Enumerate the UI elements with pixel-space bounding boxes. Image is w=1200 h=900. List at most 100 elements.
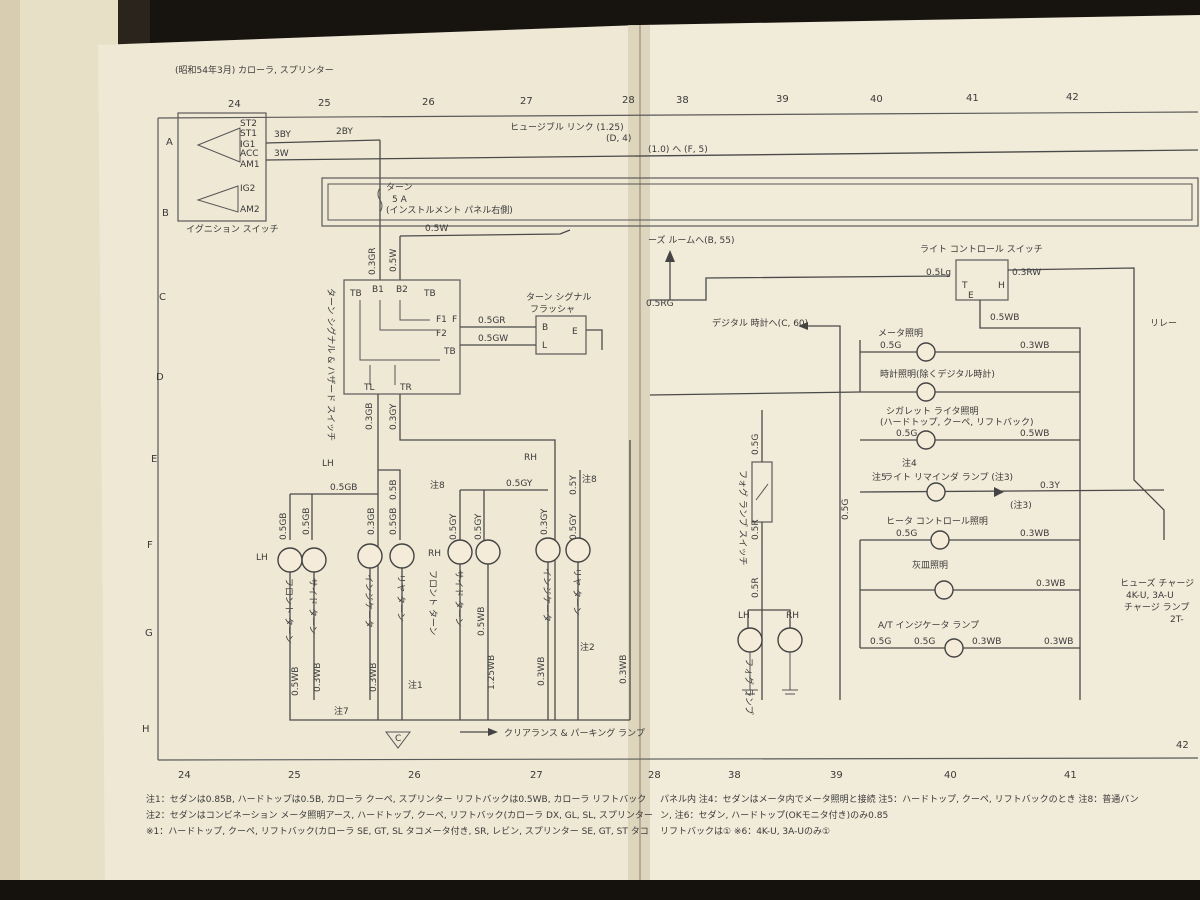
svg-text:注8: 注8 — [430, 479, 445, 491]
svg-text:0.5G: 0.5G — [896, 429, 917, 439]
svg-text:B: B — [162, 208, 169, 219]
svg-text:40: 40 — [944, 770, 957, 781]
svg-text:灰皿照明: 灰皿照明 — [912, 559, 948, 571]
svg-text:デジタル 時計へ(C, 60): デジタル 時計へ(C, 60) — [712, 317, 808, 329]
column-labels-bottom: 24 25 26 27 28 38 39 40 41 42 — [178, 740, 1189, 781]
svg-text:0.3WB: 0.3WB — [1044, 637, 1073, 647]
svg-text:39: 39 — [776, 94, 789, 105]
svg-text:28: 28 — [622, 95, 635, 106]
svg-text:0.3RW: 0.3RW — [1012, 268, 1041, 278]
svg-text:AM1: AM1 — [240, 160, 260, 170]
svg-text:F1: F1 — [436, 315, 447, 325]
svg-text:フロント ターン: フロント ターン — [283, 578, 294, 643]
svg-text:0.5GY: 0.5GY — [506, 479, 533, 489]
svg-text:0.5R: 0.5R — [751, 577, 761, 598]
turn-bulbs — [277, 537, 591, 573]
svg-text:0.3GR: 0.3GR — [368, 247, 378, 275]
svg-text:0.5W: 0.5W — [389, 249, 399, 272]
svg-text:(ハードトップ, クーペ, リフトバック): (ハードトップ, クーペ, リフトバック) — [880, 417, 1033, 428]
svg-text:ターン: ターン — [386, 182, 413, 193]
lamp-names: フロント ターン サイド ターン インジケータ リヤ ターン フロント ターン … — [283, 568, 582, 643]
svg-text:3BY: 3BY — [274, 130, 291, 140]
svg-text:0.5WB: 0.5WB — [291, 667, 301, 696]
svg-text:5 A: 5 A — [392, 195, 408, 205]
svg-text:2BY: 2BY — [336, 127, 353, 137]
svg-text:42: 42 — [1176, 740, 1189, 751]
svg-text:ライト リマインダ ランプ (注3): ライト リマインダ ランプ (注3) — [884, 471, 1013, 483]
svg-text:0.5W: 0.5W — [425, 224, 448, 234]
svg-text:0.5WB: 0.5WB — [990, 313, 1019, 323]
svg-text:1.25WB: 1.25WB — [487, 655, 497, 690]
svg-text:25: 25 — [288, 770, 301, 781]
svg-text:B: B — [542, 323, 548, 333]
svg-text:リフトバックは① ※6：4K-U, 3A-Uのみ①: リフトバックは① ※6：4K-U, 3A-Uのみ① — [660, 826, 830, 837]
svg-text:ヒータ コントロール照明: ヒータ コントロール照明 — [886, 516, 988, 527]
illumination-circuit: メータ照明 0.5G 0.3WB 時計照明(除くデジタル時計) シガレット ライ… — [859, 328, 1165, 658]
svg-text:42: 42 — [1066, 92, 1079, 103]
svg-text:3W: 3W — [274, 149, 289, 159]
svg-text:RH: RH — [786, 611, 799, 621]
svg-text:26: 26 — [408, 770, 421, 781]
svg-text:24: 24 — [228, 99, 241, 110]
svg-text:0.5G: 0.5G — [896, 529, 917, 539]
svg-text:0.5GB: 0.5GB — [302, 508, 312, 535]
svg-text:TB: TB — [423, 289, 436, 299]
svg-text:0.5Y: 0.5Y — [569, 475, 579, 495]
svg-text:インジケータ: インジケータ — [541, 568, 552, 622]
svg-text:注2：セダンはコンビネーション メータ照明アース, ハードト: 注2：セダンはコンビネーション メータ照明アース, ハードトップ, クーペ, リ… — [146, 809, 653, 821]
svg-text:フラッシャ: フラッシャ — [530, 304, 575, 315]
svg-text:(1.0) へ (F, 5): (1.0) へ (F, 5) — [648, 145, 708, 155]
svg-text:0.3WB: 0.3WB — [972, 637, 1001, 647]
right-edge-labels: ヒューズ チャージ 4K-U, 3A-U チャージ ランプ 2T- リレー — [1120, 319, 1194, 625]
svg-text:4K-U, 3A-U: 4K-U, 3A-U — [1126, 591, 1174, 601]
svg-text:TR: TR — [399, 383, 412, 393]
svg-text:RH: RH — [428, 549, 441, 559]
svg-text:RH: RH — [524, 453, 537, 463]
svg-text:40: 40 — [870, 94, 883, 105]
svg-text:注1: 注1 — [408, 679, 423, 691]
svg-text:フォグ ランプ スイッチ: フォグ ランプ スイッチ — [737, 470, 749, 565]
svg-text:0.5G: 0.5G — [870, 637, 891, 647]
svg-text:38: 38 — [728, 770, 741, 781]
row-labels: A B C D E F G H — [142, 137, 173, 735]
svg-text:ST2: ST2 — [240, 119, 257, 129]
svg-text:チャージ ランプ: チャージ ランプ — [1124, 602, 1189, 613]
column-labels-top: 24 25 26 27 28 38 39 40 41 42 — [228, 92, 1079, 110]
svg-text:0.3WB: 0.3WB — [537, 657, 547, 686]
svg-text:TL: TL — [363, 383, 375, 393]
svg-text:ACC: ACC — [240, 149, 259, 159]
svg-text:注5: 注5 — [872, 471, 887, 483]
svg-text:(D, 4): (D, 4) — [606, 134, 631, 144]
svg-text:C: C — [159, 292, 166, 303]
svg-text:H: H — [142, 724, 150, 735]
svg-text:E: E — [968, 291, 974, 301]
svg-text:0.3GB: 0.3GB — [365, 403, 375, 430]
svg-text:26: 26 — [422, 97, 435, 108]
svg-text:ヒューズ チャージ: ヒューズ チャージ — [1120, 577, 1194, 589]
svg-text:シガレット ライタ照明: シガレット ライタ照明 — [886, 406, 979, 417]
svg-text:0.3WB: 0.3WB — [1036, 579, 1065, 589]
svg-text:39: 39 — [830, 770, 843, 781]
svg-text:ーズ ルームへ(B, 55): ーズ ルームへ(B, 55) — [648, 234, 735, 246]
svg-text:0.5Lg: 0.5Lg — [926, 268, 951, 278]
svg-text:クリアランス & パーキング ランプ: クリアランス & パーキング ランプ — [504, 727, 645, 739]
svg-text:メータ照明: メータ照明 — [878, 328, 923, 339]
svg-text:2T-: 2T- — [1170, 615, 1184, 625]
turn-fuse: ターン 5 A (インストルメント パネル右側) — [377, 182, 513, 216]
svg-text:IG1: IG1 — [240, 140, 255, 150]
svg-text:B2: B2 — [396, 285, 408, 295]
svg-text:リヤ ターン: リヤ ターン — [571, 568, 582, 615]
light-control-switch: ライト コントロール スイッチ T H E 0.5Lg 0.3RW 0.5WB — [920, 244, 1043, 323]
svg-text:サイド ターン: サイド ターン — [307, 578, 318, 634]
svg-text:サイド ターン: サイド ターン — [453, 570, 464, 626]
svg-text:C: C — [395, 734, 401, 744]
svg-text:0.3GY: 0.3GY — [540, 508, 550, 535]
svg-text:T: T — [961, 281, 968, 291]
svg-text:フロント ターン: フロント ターン — [427, 570, 438, 635]
svg-text:ライト コントロール スイッチ: ライト コントロール スイッチ — [920, 244, 1043, 255]
svg-text:0.3WB: 0.3WB — [1020, 341, 1049, 351]
svg-text:0.5WB: 0.5WB — [1020, 429, 1049, 439]
svg-text:ヒュージブル リンク (1.25): ヒュージブル リンク (1.25) — [510, 121, 624, 133]
svg-text:TB: TB — [349, 289, 362, 299]
hazard-switch: TB B1 B2 TB F1 F F2 TB TL TR ターン シグナル & … — [325, 279, 461, 441]
